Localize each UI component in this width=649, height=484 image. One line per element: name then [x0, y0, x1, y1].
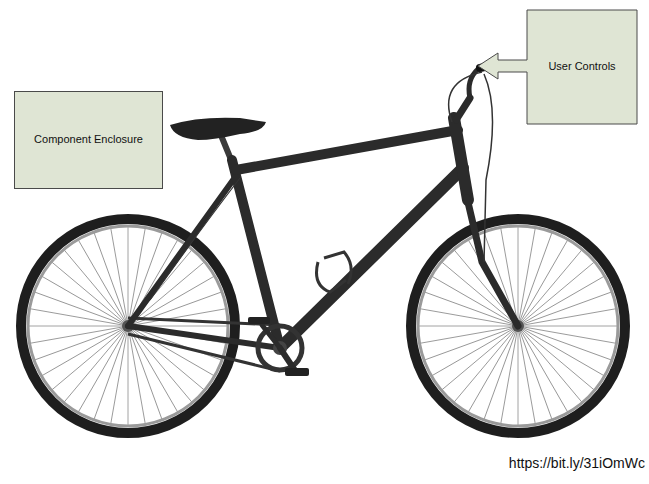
top-tube	[236, 130, 458, 170]
head-tube	[454, 118, 468, 200]
stem	[456, 98, 470, 120]
crank-arm	[262, 325, 280, 348]
callout-arrow-shape	[478, 10, 637, 124]
seat-stay	[128, 176, 236, 326]
brake-cable	[449, 72, 493, 262]
chainring	[258, 326, 302, 370]
source-url: https://bit.ly/31iOmWc	[509, 455, 645, 471]
saddle	[170, 118, 266, 140]
brake-cable	[150, 178, 240, 300]
box-label: User Controls	[548, 60, 615, 73]
fork	[467, 198, 518, 326]
callout-box: User Controls	[476, 9, 639, 126]
bike-frame	[128, 65, 518, 348]
pedal	[285, 368, 309, 376]
component-box: Component Enclosure	[14, 91, 163, 189]
callout-text-area: User Controls	[527, 10, 637, 124]
box-label: Component Enclosure	[34, 133, 143, 146]
down-tube	[280, 168, 463, 348]
seat-tube	[232, 160, 280, 348]
pedal	[248, 317, 270, 324]
bottle-cage	[317, 252, 352, 292]
